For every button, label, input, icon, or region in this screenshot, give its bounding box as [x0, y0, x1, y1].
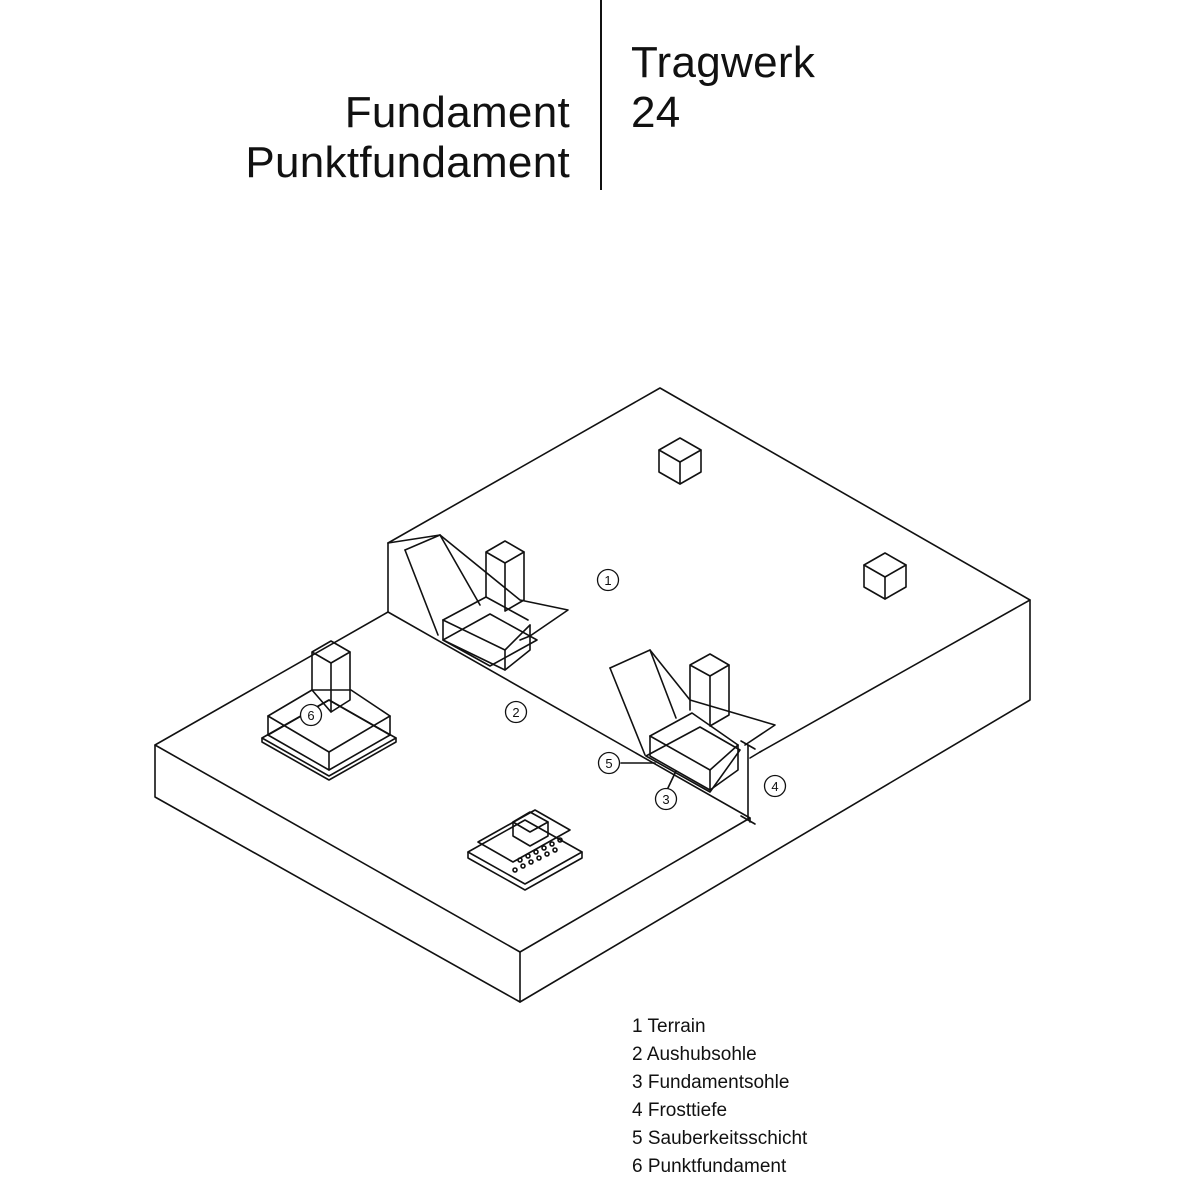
leader-line-3 — [666, 770, 677, 791]
legend-label: Fundamentsohle — [647, 1072, 790, 1093]
svg-text:5: 5 — [605, 756, 612, 771]
section-name: Tragwerk — [631, 38, 816, 87]
page-number: 24 — [631, 88, 681, 137]
legend-number: 5 — [632, 1128, 643, 1149]
terrain-cube-1 — [658, 437, 702, 485]
frost-depth-dimension — [740, 740, 756, 825]
legend-number: 4 — [632, 1100, 643, 1121]
legend-item: 2 Aushubsohle — [632, 1041, 807, 1069]
legend-label: Sauberkeitsschicht — [647, 1128, 808, 1149]
legend-label: Frosttiefe — [647, 1100, 728, 1121]
legend-item: 1 Terrain — [632, 1013, 807, 1041]
title-divider — [600, 0, 602, 190]
legend-number: 3 — [632, 1072, 643, 1093]
point-footing-upper — [442, 540, 538, 671]
chapter-title-line-1: Fundament — [344, 88, 570, 137]
svg-text:3: 3 — [662, 792, 669, 807]
legend-label: Punktfundament — [647, 1156, 787, 1177]
callout-3: 3 — [654, 787, 678, 811]
terrain-block — [387, 387, 1031, 1003]
chapter-title-line-2: Punktfundament — [245, 138, 570, 187]
section-heading: Tragwerk 24 — [631, 38, 815, 138]
rebar-footing-model — [467, 809, 583, 891]
callout-2: 2 — [504, 700, 528, 724]
legend-label: Terrain — [647, 1016, 706, 1037]
callout-6: 6 — [299, 703, 323, 727]
callout-5: 5 — [597, 751, 621, 775]
terrain-cube-2 — [863, 552, 907, 600]
point-footing-lower — [645, 653, 741, 793]
svg-text:2: 2 — [512, 705, 519, 720]
svg-text:4: 4 — [771, 779, 778, 794]
legend-item: 6 Punktfundament — [632, 1153, 807, 1181]
legend-label: Aushubsohle — [646, 1044, 757, 1065]
legend-number: 1 — [632, 1016, 643, 1037]
legend-item: 3 Fundamentsohle — [632, 1069, 807, 1097]
callout-1: 1 — [596, 568, 620, 592]
callout-4: 4 — [763, 774, 787, 798]
legend-item: 5 Sauberkeitsschicht — [632, 1125, 807, 1153]
svg-text:1: 1 — [604, 573, 611, 588]
chapter-title: Fundament Punktfundament — [245, 88, 570, 188]
legend-number: 2 — [632, 1044, 643, 1065]
point-footing-left — [261, 640, 397, 781]
legend-item: 4 Frosttiefe — [632, 1097, 807, 1125]
legend-number: 6 — [632, 1156, 643, 1177]
svg-text:6: 6 — [307, 708, 314, 723]
legend: 1 Terrain 2 Aushubsohle 3 Fundamentsohle… — [632, 1013, 807, 1181]
